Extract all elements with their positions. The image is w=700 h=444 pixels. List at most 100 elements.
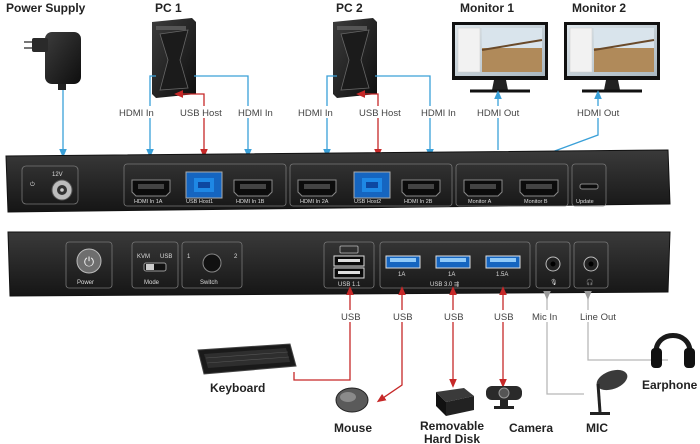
switch-1-label: 1 [187,254,191,260]
usb-symbol-icon: ⇶ [454,281,459,288]
pc2-port-group [289,163,453,207]
wire-label-camera-usb: USB [494,312,514,323]
line-out-jack[interactable] [583,256,599,272]
usb-host1-port[interactable] [185,171,223,199]
power-icon: ⏻ [84,255,94,270]
usb-host2-label: USB Host2 [354,199,381,205]
switch-button-frame [181,241,243,289]
headphones-icon [651,333,695,368]
earphone-device: Earphone [642,333,698,392]
usb30-port-2[interactable] [435,255,471,269]
wire-label-line-out: Line Out [580,312,616,323]
kvm-front-panel: ⏻ Power KVM USB Mode 1 2 Switch USB 1.1 … [7,231,671,297]
mic-in-jack[interactable] [545,256,561,272]
dc-voltage-label: 12V [52,172,63,178]
usb11-port-bottom[interactable] [333,267,365,279]
usb11-label: USB 1.1 [338,282,361,288]
power-button[interactable]: ⏻ [76,248,102,274]
power-supply-device: Power Supply [6,1,86,90]
power-supply-label: Power Supply [6,1,86,15]
hdmi-in-1a-label: HDMI In 1A [134,199,163,205]
pc2-device: PC 2 [333,1,377,98]
power-symbol-icon: ⏻ [30,181,35,188]
monitor-b-label: Monitor B [524,199,548,205]
pc2-label: PC 2 [336,1,363,15]
mic-label: MIC [586,421,608,435]
wire-label-pc1-hdmi-in: HDMI In [119,108,154,119]
hdmi-in-2b-port[interactable] [401,179,441,197]
mouse-label: Mouse [334,421,372,435]
wire-label-disk-usb: USB [444,312,464,323]
pc1-hdmi-a-cable [146,75,156,158]
microphone-stand-icon [590,369,628,415]
power-adapter-icon [24,32,81,90]
monitor-port-group [455,163,569,207]
pc1-label: PC 1 [155,1,182,15]
mode-label: Mode [144,280,160,286]
removable-disk-label-line1: Removable [420,419,484,433]
line-out-jack-frame [573,241,609,289]
hdmi-in-1b-label: HDMI In 1B [236,199,265,205]
wire-label-pc2-hdmi-in: HDMI In [298,108,333,119]
mode-toggle-switch[interactable] [143,262,167,272]
camera-label: Camera [509,421,553,435]
usb30-label: USB 3.0 [430,282,453,288]
hdmi-in-1b-port[interactable] [233,179,273,197]
mic-jack-frame [535,241,571,289]
usb-host1-label: USB Host1 [186,199,213,205]
keyboard-usb-cable [293,286,354,381]
pc2-usb-cable [356,90,382,158]
usb30-port-1[interactable] [385,255,421,269]
wire-label-pc2-hdmi-in-b: HDMI In [421,108,456,119]
mouse-icon [335,387,369,413]
wire-label-monitor2-hdmi-out: HDMI Out [577,108,620,119]
mode-kvm-label: KVM [137,254,150,260]
switch-label: Switch [200,280,218,286]
wire-label-keyboard-usb: USB [341,312,361,323]
monitor2-label: Monitor 2 [572,1,626,15]
switch-button[interactable] [202,253,222,273]
power-button-frame [65,241,113,289]
pc1-port-group [123,163,287,207]
mouse-usb-cable [376,286,406,403]
mic-cable [543,290,584,395]
wire-label-mic-in: Mic In [532,312,557,323]
wire-label-mouse-usb: USB [393,312,413,323]
dc-power-jack: 12V ⏻ [21,165,79,205]
pc2-hdmi-b-cable [375,75,434,158]
hdmi-in-2a-port[interactable] [297,179,337,197]
monitor-a-label: Monitor A [468,199,492,205]
keyboard-label: Keyboard [210,381,265,395]
hdmi-in-2a-label: HDMI In 2A [300,199,329,205]
usb-host2-port[interactable] [353,171,391,199]
mode-usb-label: USB [160,254,172,260]
monitor-b-port[interactable] [519,179,559,197]
keyboard-small-icon [339,245,359,254]
usb30-port-2-current: 1A [448,272,455,278]
usb30-port-3-current: 1.5A [496,272,508,278]
usb11-port-top[interactable] [333,255,365,267]
monitor-icon [564,22,660,93]
mode-switch-frame [131,241,179,289]
mic-device: MIC [586,369,628,435]
update-port[interactable] [579,183,599,190]
pc1-usb-cable [174,90,208,158]
pc2-hdmi-a-cable [323,75,337,158]
monitor1-device: Monitor 1 [452,1,548,93]
earphone-label: Earphone [642,378,698,392]
hdmi-in-2b-label: HDMI In 2B [404,199,433,205]
mouse-device: Mouse [334,387,372,435]
usb30-port-3[interactable] [485,255,521,269]
pc-tower-icon [152,18,196,98]
removable-disk-device: Removable Hard Disk [420,388,484,444]
removable-disk-label-line2: Hard Disk [424,432,480,444]
wire-label-pc1-hdmi-in-b: HDMI In [238,108,273,119]
update-label: Update [576,199,594,205]
keyboard-icon [197,343,297,375]
monitor-a-port[interactable] [463,179,503,197]
pc-tower-icon [333,18,377,98]
kvm-back-panel: 12V ⏻ HDMI In 1A USB Host1 HDMI In 1B HD… [5,149,671,213]
keyboard-device: Keyboard [197,343,297,395]
hdmi-in-1a-port[interactable] [131,179,171,197]
